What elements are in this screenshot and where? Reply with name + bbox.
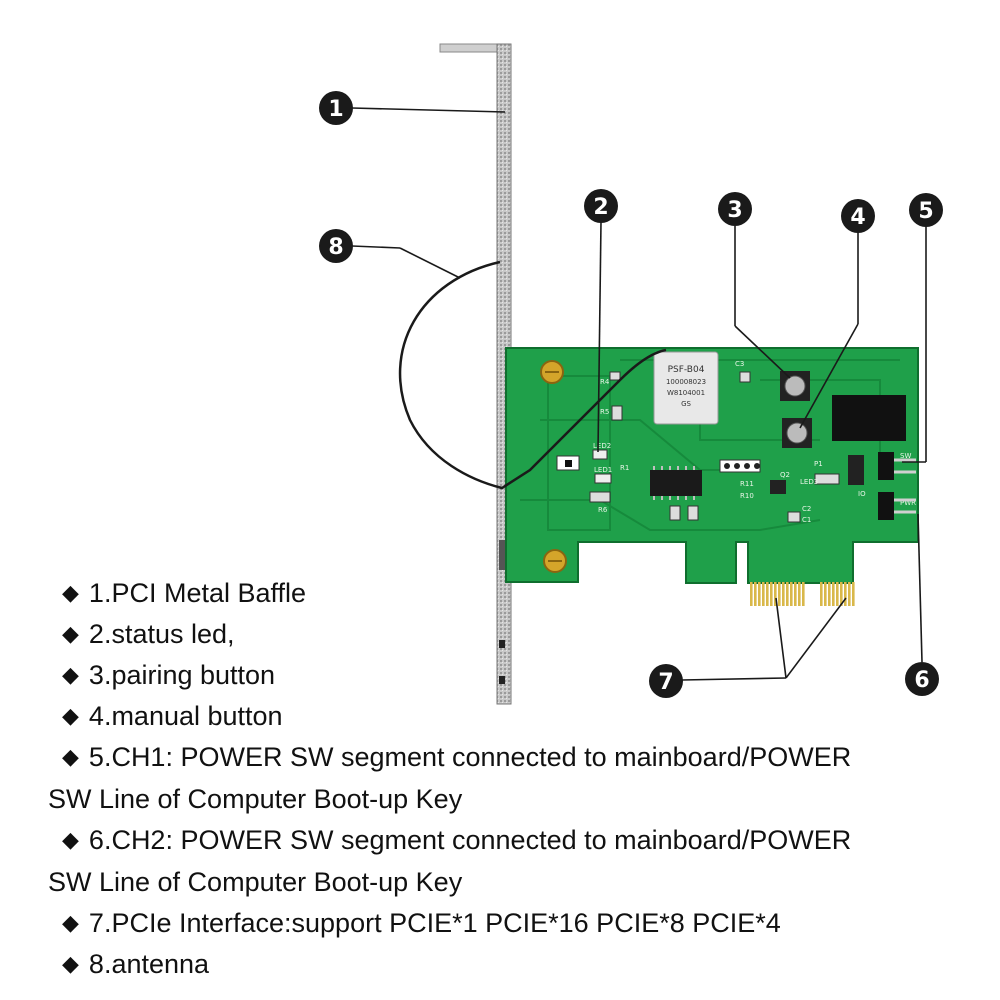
status-led [592,449,608,460]
callout-number: 6 [914,668,929,693]
gold-finger [794,582,797,606]
gold-finger [802,582,805,606]
callout-badge-7: 7 [649,664,683,698]
gold-finger [758,582,761,606]
silk-sw: SW [900,452,911,460]
callout-badge-5: 5 [909,193,943,227]
callout-badge-2: 2 [584,189,618,223]
gold-finger [824,582,827,606]
callout-number: 1 [328,97,343,122]
gold-finger [852,582,855,606]
silk-c3: C3 [735,360,744,368]
callout-badge-6: 6 [905,662,939,696]
silk-c1: C1 [802,516,811,524]
callout-badge-1: 1 [319,91,353,125]
logic-ic [650,470,702,496]
gold-finger [790,582,793,606]
silk-led2: LED2 [593,442,611,450]
gold-finger [836,582,839,606]
gold-finger [848,582,851,606]
callout-badges: 1 2 3 4 5 6 7 8 [319,91,943,698]
silk-p1: P1 [814,460,823,468]
gold-finger [798,582,801,606]
silk-r6: R6 [598,506,608,514]
silk-led1: LED1 [594,466,612,474]
pairing-button [780,371,810,401]
callout-lines [351,107,927,681]
gold-finger [770,582,773,606]
module-label-3: W8104001 [667,389,705,397]
manual-button [782,418,812,448]
silk-io: IO [858,490,866,498]
silk-r1: R1 [620,464,629,472]
module-label-1: PSF-B04 [668,365,705,375]
pcie-gold-fingers [750,582,855,606]
gold-finger [832,582,835,606]
callout-number: 2 [593,195,608,220]
gold-finger [782,582,785,606]
callout-badge-8: 8 [319,229,353,263]
gold-finger [762,582,765,606]
gold-finger [786,582,789,606]
pcb-board: PSF-B04 100008023 W8104001 GS [505,347,919,606]
silk-c2: C2 [802,505,811,513]
pci-metal-baffle [439,43,512,705]
callout-number: 3 [727,198,742,223]
gold-finger [774,582,777,606]
module-label-2: 100008023 [666,378,706,386]
gold-finger [766,582,769,606]
gold-finger [754,582,757,606]
antenna-wire [398,260,667,490]
gold-finger [750,582,753,606]
silk-r11: R11 [740,480,754,488]
module-label-4: GS [681,400,691,408]
ch1-pin-header [878,452,916,480]
callout-badge-4: 4 [841,199,875,233]
callout-number: 5 [918,199,933,224]
callout-badge-3: 3 [718,192,752,226]
callout-number: 7 [658,670,673,695]
wifi-module: PSF-B04 100008023 W8104001 GS [653,351,719,425]
silk-pwr: PWR [900,499,916,507]
gold-finger [778,582,781,606]
silk-led3: LED3 [800,478,818,486]
relay [832,395,906,441]
gold-finger [820,582,823,606]
gold-finger [840,582,843,606]
gold-finger [828,582,831,606]
callout-number: 4 [850,205,865,230]
silk-r5: R5 [600,408,609,416]
gold-finger [844,582,847,606]
silk-q2: Q2 [780,471,790,479]
silk-r10: R10 [740,492,754,500]
ch2-pin-header [878,492,916,520]
silk-r4: R4 [600,378,610,386]
callout-number: 8 [328,235,343,260]
